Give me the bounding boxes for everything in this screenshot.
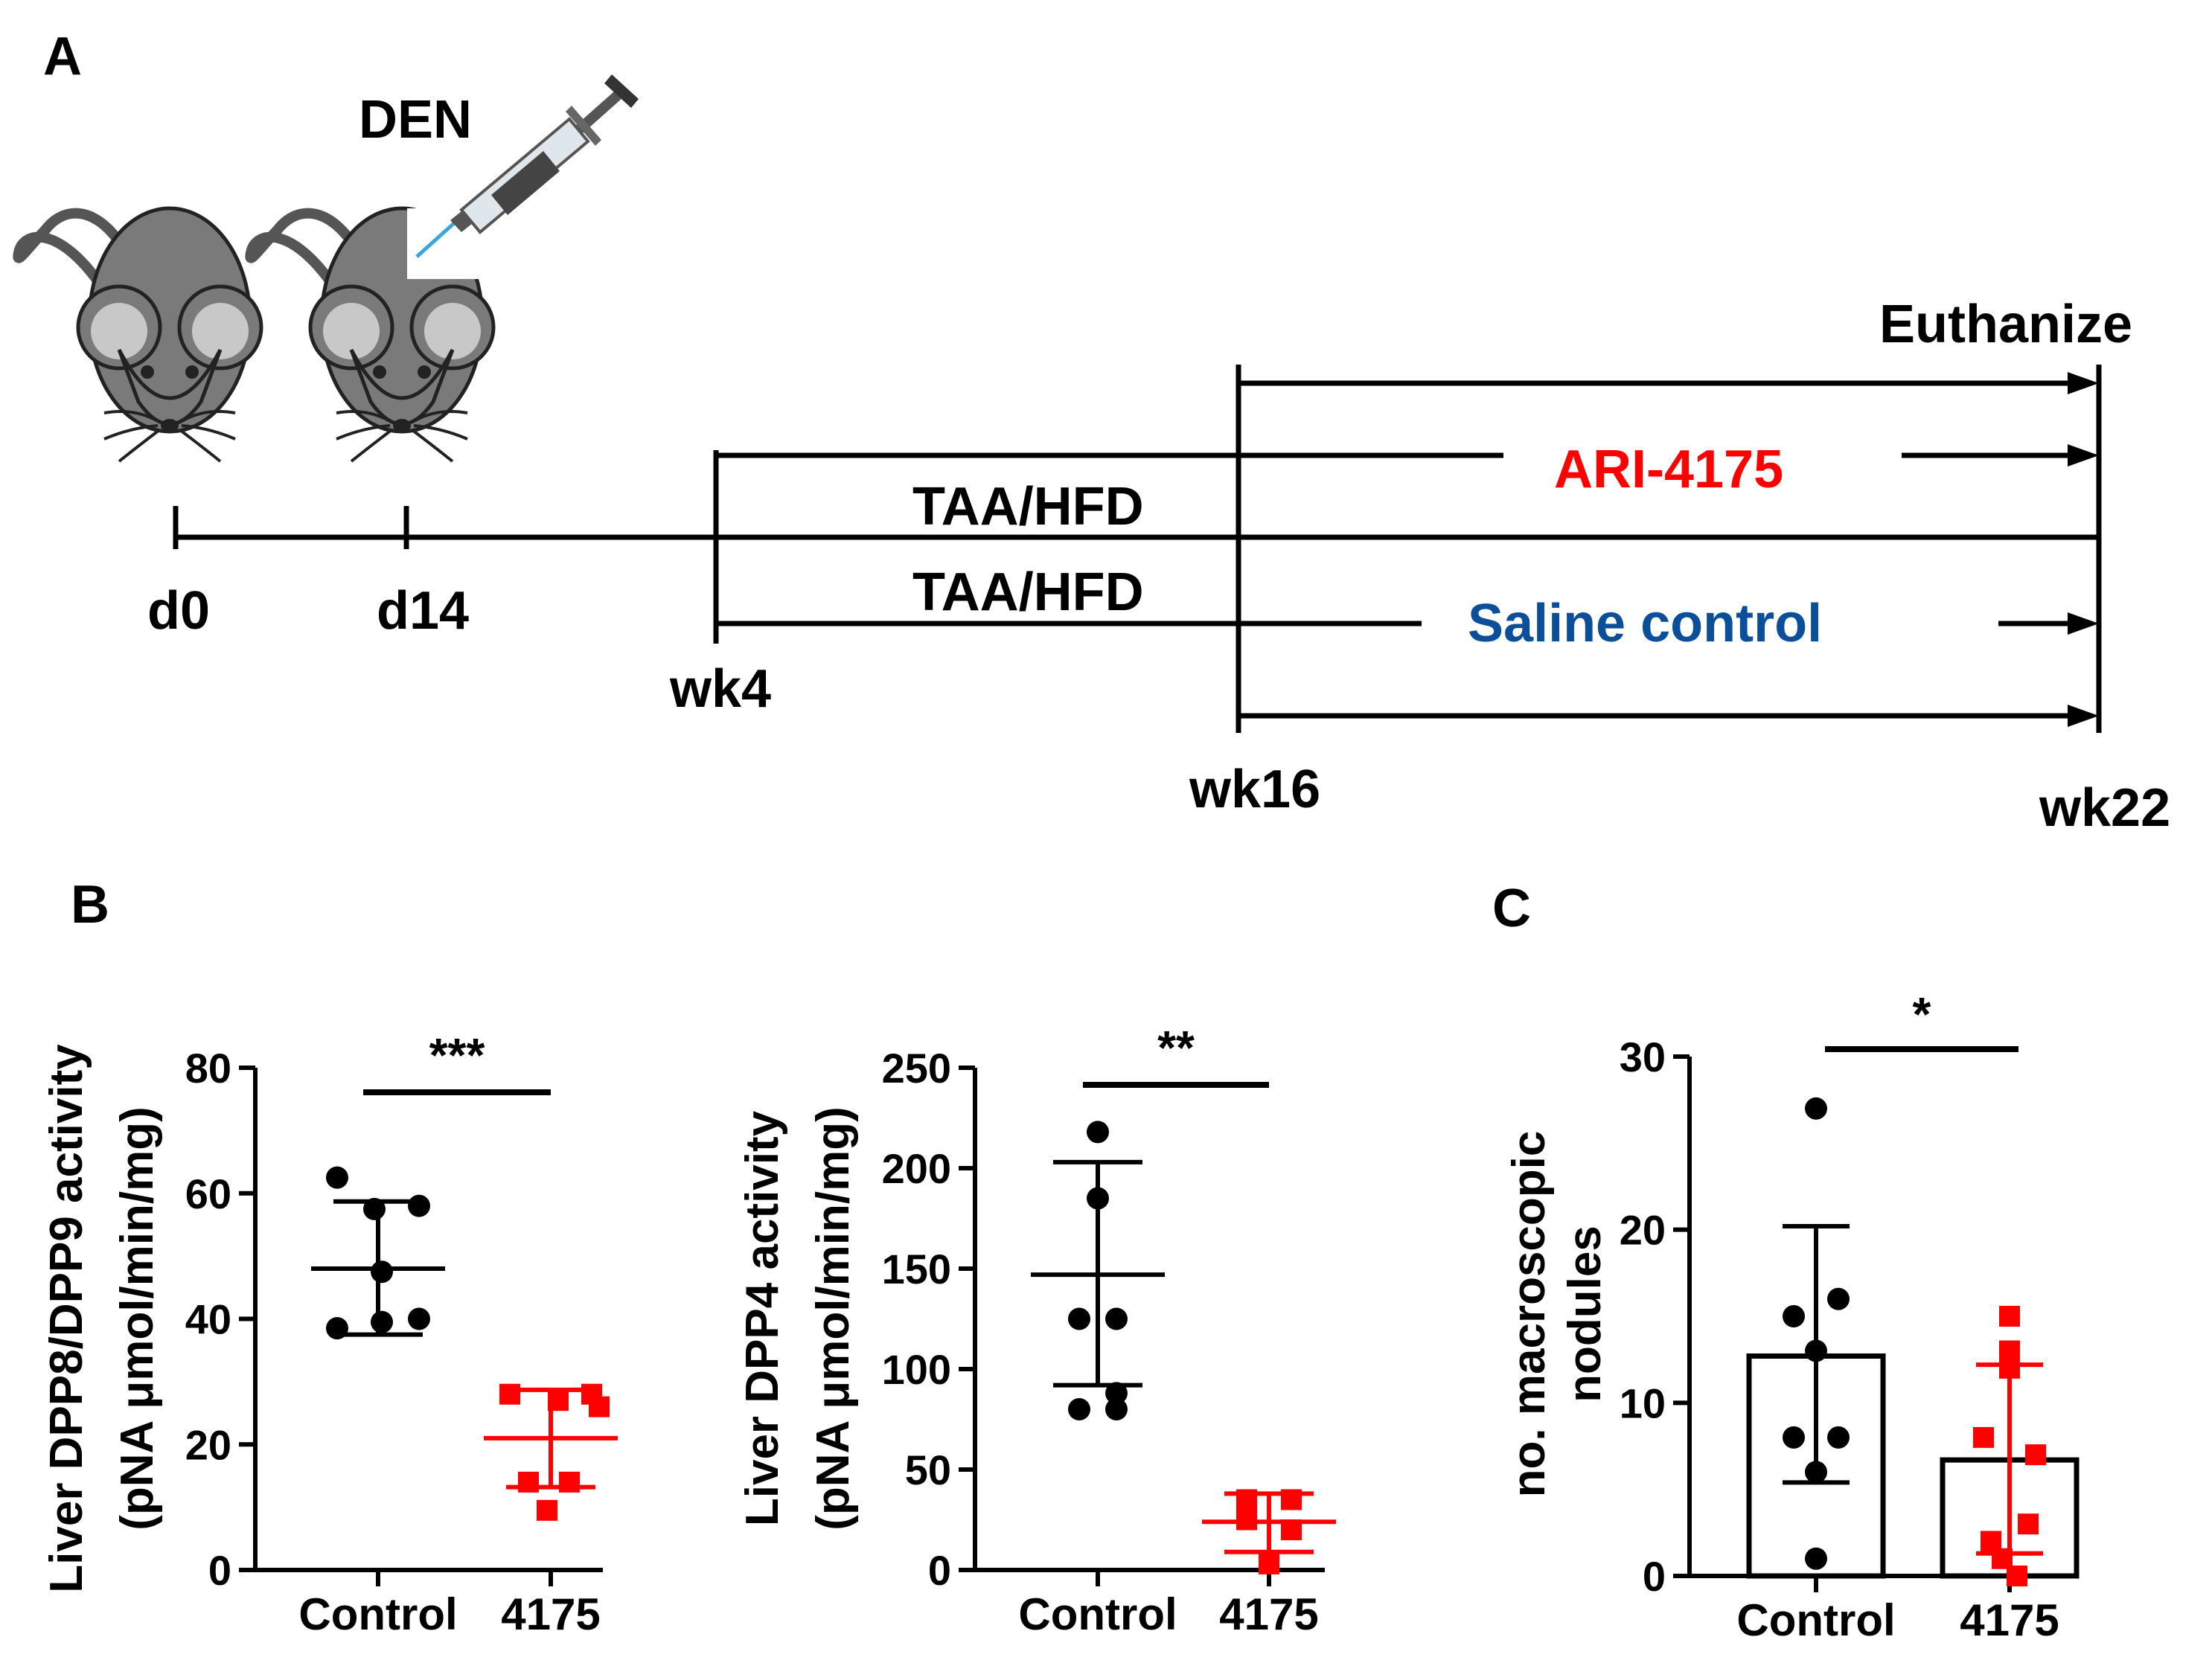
panel-a-label: A [43, 27, 82, 86]
data-point [1973, 1426, 1994, 1448]
y-tick-label: 250 [882, 1045, 951, 1092]
data-point [1783, 1426, 1805, 1449]
taa-upper-label: TAA/HFD [912, 477, 1144, 536]
timepoint-wk22: wk22 [2039, 778, 2170, 838]
den-label: DEN [359, 90, 472, 150]
y-tick-label: 30 [1620, 1034, 1666, 1080]
y-tick-label: 20 [1620, 1207, 1666, 1254]
y-tick-label: 40 [185, 1296, 231, 1343]
data-point [2018, 1513, 2039, 1535]
panel-b-label: B [71, 875, 109, 935]
y-tick-label: 60 [185, 1170, 231, 1217]
data-point [408, 1194, 430, 1217]
data-point [1068, 1398, 1090, 1420]
significance-label: ** [1157, 1021, 1195, 1074]
mouse-icon [245, 206, 504, 463]
y-tick-label: 0 [928, 1547, 951, 1594]
data-point [1259, 1553, 1279, 1574]
data-point [1105, 1382, 1128, 1405]
data-point [1783, 1305, 1805, 1327]
data-point [371, 1310, 393, 1333]
data-point [518, 1471, 539, 1493]
y-axis-label: no. macroscopic [1503, 1131, 1555, 1498]
data-point [1805, 1547, 1827, 1570]
y-tick-label: 20 [185, 1421, 231, 1468]
y-tick-label: 100 [882, 1346, 951, 1393]
panel-c-label: C [1492, 879, 1531, 938]
arrowheads [2068, 372, 2099, 727]
data-point [371, 1260, 393, 1284]
data-point [1105, 1398, 1128, 1420]
data-point [559, 1471, 580, 1493]
timeline [173, 365, 2102, 733]
x-tick-label: Control [298, 1589, 457, 1639]
timepoint-wk16: wk16 [1189, 760, 1320, 819]
chart-dpp8-dpp9: 0 20 40 60 80 Liver DPP8/DPP9 activity (pNA μm… [41, 1028, 618, 1639]
syringe-icon [415, 74, 639, 258]
y-tick-label: 0 [1643, 1553, 1666, 1600]
y-tick-label: 80 [185, 1045, 231, 1092]
data-point [2007, 1566, 2027, 1586]
data-point [1827, 1287, 1850, 1310]
y-tick-label: 200 [882, 1145, 951, 1192]
x-tick-label: 4175 [501, 1589, 600, 1639]
data-point [589, 1396, 610, 1417]
y-tick-label: 0 [208, 1547, 231, 1594]
y-axis-label: (pNA μmol/min/mg) [112, 1106, 163, 1530]
data-point [1068, 1307, 1090, 1330]
data-point [1105, 1307, 1128, 1330]
data-point [408, 1307, 430, 1330]
x-tick-label: Control [1018, 1589, 1177, 1639]
data-point [499, 1383, 520, 1405]
x-tick-label: 4175 [1960, 1595, 2059, 1645]
mouse-icon [13, 206, 263, 463]
y-axis-label: Liver DPP4 activity [737, 1110, 788, 1526]
ari-label: ARI-4175 [1554, 440, 1783, 499]
saline-label: Saline control [1468, 594, 1822, 653]
x-tick-label: 4175 [1219, 1589, 1318, 1639]
timepoint-wk4: wk4 [669, 659, 771, 719]
timepoint-d0: d0 [147, 581, 210, 641]
euthanize-label: Euthanize [1879, 295, 2132, 354]
timepoint-d14: d14 [377, 581, 469, 641]
y-tick-label: 10 [1620, 1380, 1666, 1426]
y-tick-label: 50 [905, 1446, 951, 1493]
y-axis-label: nodules [1559, 1225, 1611, 1403]
data-point [326, 1166, 348, 1189]
data-point [1805, 1097, 1827, 1120]
data-point [1999, 1306, 2020, 1327]
data-point [1827, 1426, 1850, 1449]
data-point [2025, 1444, 2046, 1466]
data-point [1087, 1121, 1109, 1144]
y-axis-label: Liver DPP8/DPP9 activity [41, 1044, 92, 1593]
significance-label: *** [429, 1028, 485, 1082]
panel-a: A [13, 27, 2170, 838]
data-point [537, 1499, 557, 1521]
y-tick-label: 150 [882, 1246, 951, 1292]
taa-lower-label: TAA/HFD [912, 563, 1144, 622]
significance-label: * [1913, 987, 1931, 1041]
x-tick-label: Control [1736, 1595, 1895, 1645]
y-axis-label: (pNA μmol/min/mg) [808, 1106, 859, 1530]
